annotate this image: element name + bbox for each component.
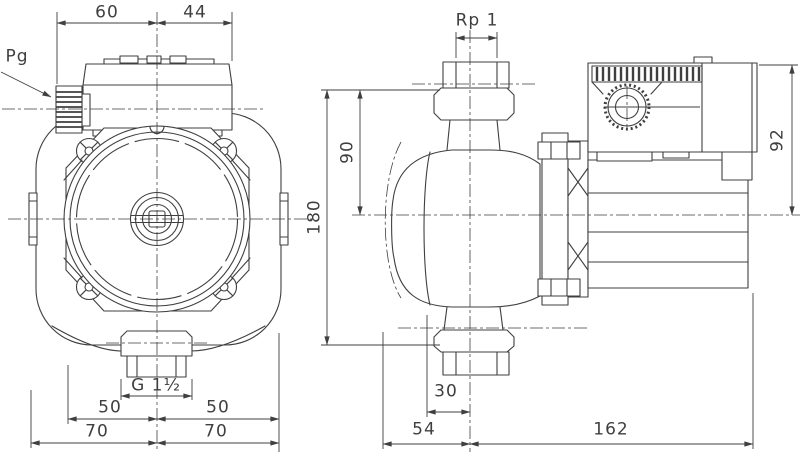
top-union-nut xyxy=(433,87,515,121)
motor-cylinder xyxy=(587,159,749,289)
cable-gland xyxy=(55,85,83,134)
side-view xyxy=(321,30,800,452)
dim-label-54: 54 xyxy=(412,419,436,440)
threaded-port xyxy=(126,355,187,378)
pump-flange xyxy=(541,132,569,306)
dim-label-70-left: 70 xyxy=(85,421,109,442)
dim-label-60: 60 xyxy=(95,2,119,23)
dim-label-180: 180 xyxy=(304,199,325,235)
terminal-box-side xyxy=(587,62,758,153)
dim-label-50-right: 50 xyxy=(206,397,230,418)
union-nut xyxy=(120,330,193,357)
dim-label-92: 92 xyxy=(767,128,788,152)
flange-bolt-top xyxy=(537,141,581,160)
dim-label-50-left: 50 xyxy=(98,397,122,418)
volute-section-line xyxy=(384,141,402,299)
terminal-box-body xyxy=(82,84,233,131)
bottom-union-nut xyxy=(433,329,515,353)
cable-gland-label: Pg xyxy=(5,46,29,67)
top-port-pipe xyxy=(442,61,510,89)
dim-label-rp1: Rp 1 xyxy=(455,10,499,31)
dim-label-90: 90 xyxy=(337,140,358,164)
terminal-box-lid xyxy=(82,63,233,86)
pump-volute xyxy=(391,149,541,308)
dim-label-162: 162 xyxy=(593,419,629,440)
bottom-port-pipe xyxy=(442,351,510,376)
front-view xyxy=(0,12,312,452)
dim-label-30: 30 xyxy=(434,381,458,402)
pg-leader-line xyxy=(0,71,52,98)
dim-label-70-right: 70 xyxy=(204,421,228,442)
dim-label-44: 44 xyxy=(183,2,207,23)
dim-label-g112: G 1½ xyxy=(131,375,181,396)
flange-bolt-bottom xyxy=(537,278,581,297)
